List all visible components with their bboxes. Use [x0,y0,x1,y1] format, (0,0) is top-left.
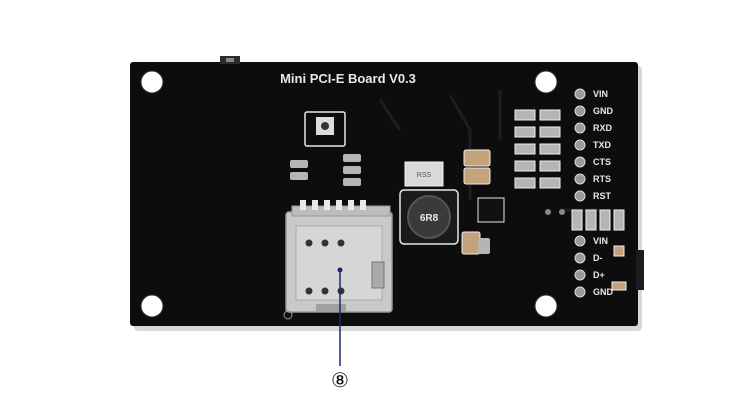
pin-label: CTS [593,157,611,167]
pin-label: VIN [593,89,608,99]
mounting-hole [140,294,164,318]
usb-edge-connector [636,250,644,290]
header-pad [574,139,586,151]
ic-marking: RSS [417,172,432,179]
pin-label: D+ [593,270,605,280]
smd-components [290,154,361,186]
power-led [613,245,625,257]
inductor-marking: 6R8 [420,213,439,224]
led-outline [304,111,346,147]
mounting-hole [140,70,164,94]
header-pad [574,190,586,202]
pin-label: RXD [593,123,613,133]
sim-card-holder [283,200,393,320]
pin-label: GND [593,106,614,116]
lower-header [574,235,586,298]
header-pad [574,173,586,185]
callout-label: ⑧ [331,368,349,392]
lower-pin-labels: VIN D- D+ GND [593,236,614,297]
mounting-hole [534,294,558,318]
header-pad [574,252,586,264]
pin-label: RST [593,191,612,201]
upper-pin-labels: VIN GND RXD TXD CTS RTS RST [593,89,614,201]
mounting-hole [534,70,558,94]
header-pad [574,269,586,281]
pcb-board [130,62,638,326]
pin-label: GND [593,287,614,297]
upper-smd-array [514,109,561,189]
pin-label: TXD [593,140,612,150]
upper-header [574,88,586,202]
sot-chip [477,197,505,223]
header-pad [574,156,586,168]
pin-label: RTS [593,174,611,184]
header-pad [574,88,586,100]
inductor [407,195,451,239]
header-pad [574,122,586,134]
header-pad [574,235,586,247]
pin-label: VIN [593,236,608,246]
header-pad [574,105,586,117]
regulator-ic [404,161,444,187]
board-title: Mini PCI-E Board V0.3 [280,71,416,86]
capacitors [461,149,491,255]
header-pad [574,286,586,298]
pin-label: D- [593,253,603,263]
lower-smd-array [545,209,625,231]
